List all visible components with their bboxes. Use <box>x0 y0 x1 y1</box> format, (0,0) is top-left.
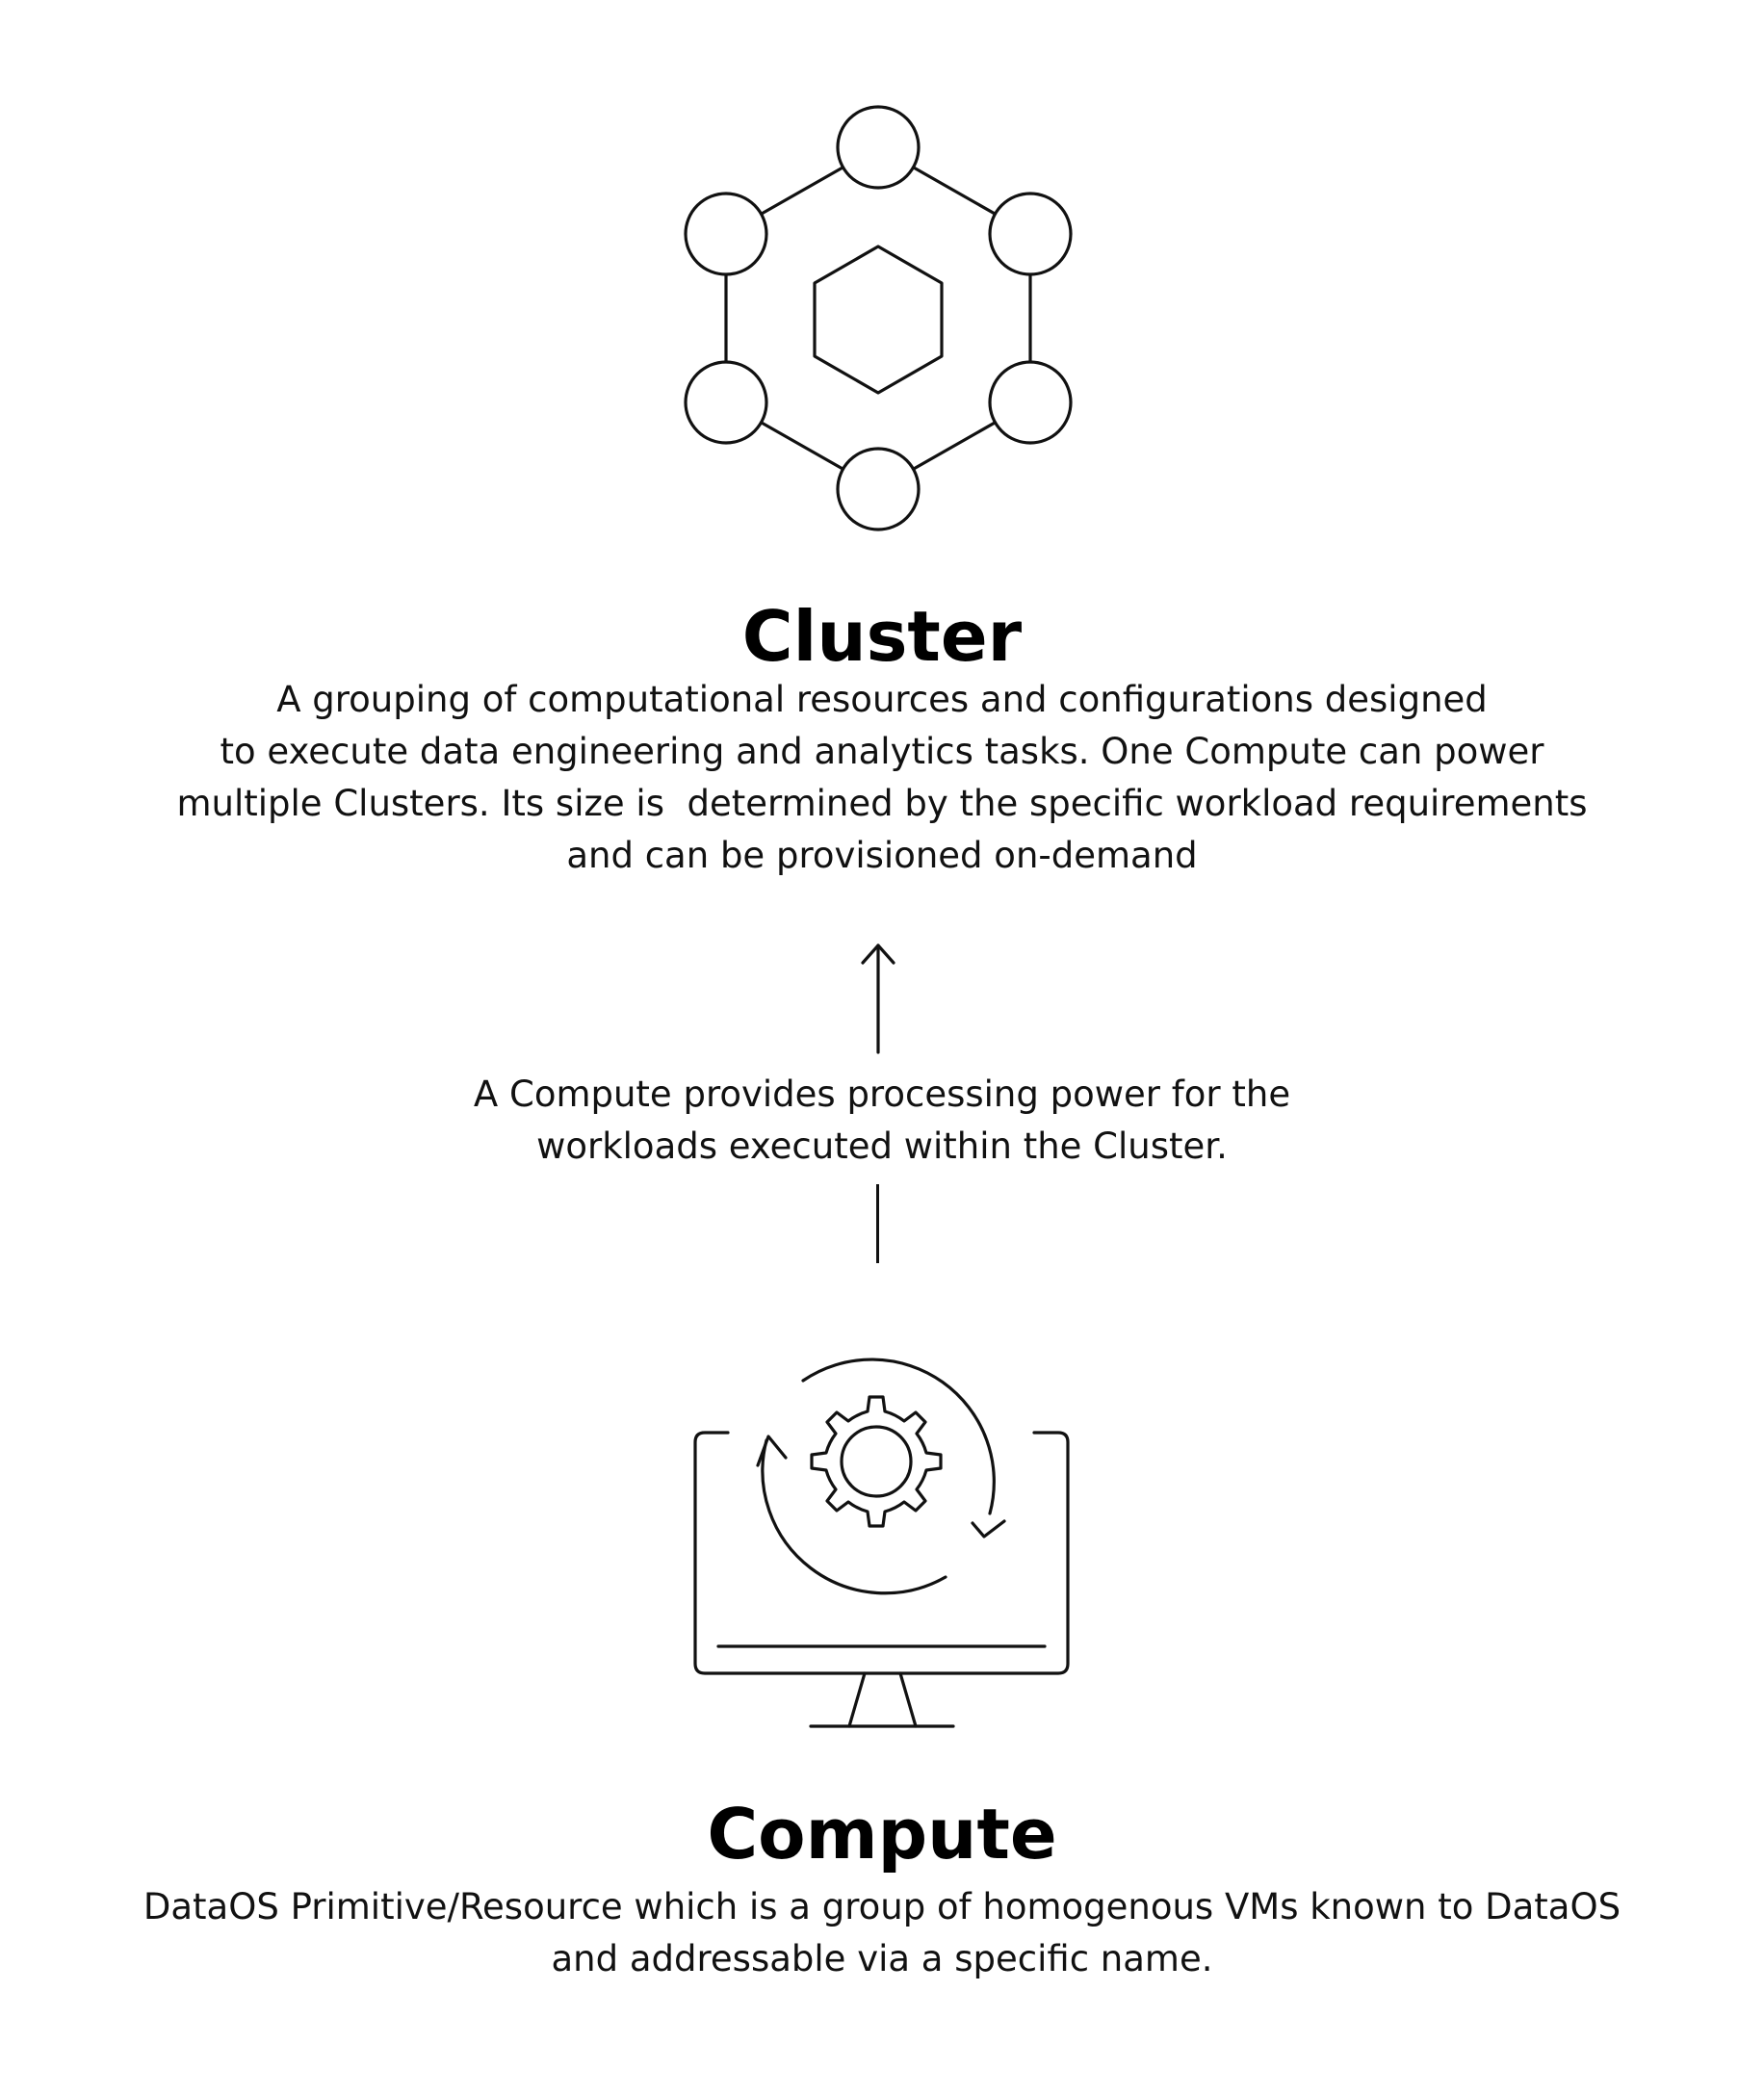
cluster-title: Cluster <box>741 596 1023 677</box>
arrow-up-icon <box>861 944 895 1054</box>
connector-label-line: A Compute provides processing power for … <box>473 1073 1291 1115</box>
compute-description-line: and addressable via a specific name. <box>551 1938 1213 1979</box>
cluster-node-upper-right <box>988 192 1073 276</box>
cluster-hexagon-network-icon <box>684 105 1073 531</box>
cluster-node-lower-left <box>684 360 768 445</box>
compute-description-line: DataOS Primitive/Resource which is a gro… <box>143 1886 1621 1927</box>
cluster-core-hexagon <box>813 245 944 395</box>
connector-line-lower <box>876 1184 879 1263</box>
compute-description: DataOS Primitive/Resource which is a gro… <box>0 1881 1764 1985</box>
cluster-node-upper-left <box>684 192 768 276</box>
compute-title: Compute <box>707 1794 1057 1875</box>
cluster-description-line: to execute data engineering and analytic… <box>220 731 1544 772</box>
gear-icon <box>810 1395 943 1528</box>
cluster-node-top <box>836 105 921 190</box>
cluster-node-bottom <box>836 447 921 531</box>
cluster-description-line: multiple Clusters. Its size is determine… <box>176 783 1588 824</box>
cluster-description-line: and can be provisioned on-demand <box>566 835 1198 876</box>
cluster-description: A grouping of computational resources an… <box>0 674 1764 882</box>
monitor-gear-refresh-icon <box>693 1358 1070 1728</box>
cluster-node-lower-right <box>988 360 1073 445</box>
connector-label-line: workloads executed within the Cluster. <box>536 1125 1228 1167</box>
connector-label: A Compute provides processing power for … <box>0 1069 1764 1173</box>
cluster-description-line: A grouping of computational resources an… <box>276 679 1488 720</box>
